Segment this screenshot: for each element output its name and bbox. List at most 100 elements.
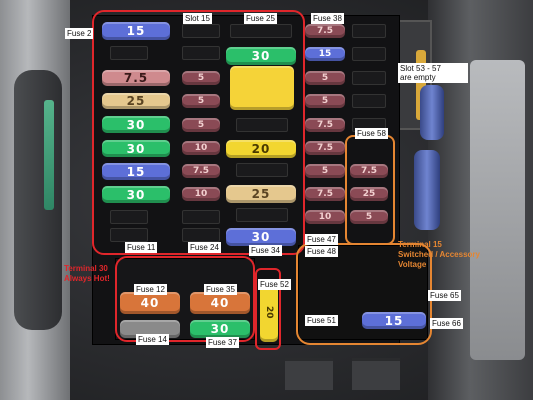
label-slot-53: Slot 53 - 57 are empty: [398, 63, 468, 83]
fuse-slot-25: [230, 24, 292, 38]
fuse-42[interactable]: 7.5: [305, 118, 345, 132]
fuse-c2-1[interactable]: 5: [182, 71, 220, 85]
left-bracket: [0, 0, 70, 400]
fuse-2[interactable]: 15: [102, 22, 170, 40]
fuse-66[interactable]: 15: [362, 312, 426, 329]
fuse-rating: 5: [365, 212, 373, 222]
fuse-rating: 7.5: [123, 71, 149, 85]
terminal30-outline-bottom: [115, 256, 255, 342]
label-fuse-66: Fuse 66: [430, 318, 463, 329]
fuse-rating: 15: [126, 24, 146, 38]
fuse-rating: 5: [321, 73, 329, 83]
fuse-rating: 15: [318, 49, 332, 59]
fuse-59[interactable]: 25: [350, 187, 388, 201]
fuse-rating: 30: [210, 322, 230, 336]
fuse-14[interactable]: [120, 320, 180, 338]
bottom-tab-1: [285, 358, 333, 390]
fuse-c2-5[interactable]: 7.5: [182, 164, 220, 178]
label-fuse-24: Fuse 24: [188, 242, 221, 253]
fuse-rating: 40: [140, 296, 160, 310]
label-fuse-2: Fuse 2: [65, 28, 94, 39]
fuse-37[interactable]: 30: [190, 320, 250, 338]
relay-middle: [414, 150, 440, 230]
label-fuse-47: Fuse 47: [305, 234, 338, 245]
fuse-rating: 7.5: [317, 143, 333, 153]
fuse-rating: 5: [197, 96, 205, 106]
fuse-yellow-20[interactable]: 20: [226, 140, 296, 158]
fuse-60[interactable]: 5: [350, 210, 388, 224]
fuse-rating: 10: [318, 212, 332, 222]
fuse-rating: 15: [126, 164, 146, 179]
fuse-r3[interactable]: 30: [102, 116, 170, 133]
green-connector: [44, 100, 54, 210]
fuse-rating: 25: [362, 189, 376, 199]
fuse-52-outline: [255, 268, 281, 350]
fuse-46[interactable]: 10: [305, 210, 345, 224]
fuse-slot-56: [352, 94, 386, 108]
fuse-slot: [182, 210, 220, 224]
fuse-34[interactable]: 30: [226, 228, 296, 246]
fuse-rating: 30: [126, 141, 146, 156]
fuse-rating: 7.5: [193, 166, 209, 176]
fuse-slot-53: [352, 24, 386, 38]
fuse-slot: [182, 228, 220, 242]
fuse-rating: 40: [210, 296, 230, 310]
fuse-slot-54: [352, 47, 386, 61]
fuse-slot: [110, 210, 148, 224]
bottom-tab-2: [352, 358, 400, 390]
fuse-slot: [236, 163, 288, 177]
fuse-rating: 25: [126, 94, 146, 108]
right-cover-panel: [470, 60, 525, 360]
fuse-rating: 30: [251, 49, 271, 63]
fuse-39[interactable]: 15: [305, 47, 345, 61]
fuse-c2-2[interactable]: 5: [182, 94, 220, 108]
terminal30-outline-top: [92, 10, 305, 255]
fuse-38[interactable]: 7.5: [305, 24, 345, 38]
terminal30-note: Terminal 30 Always Hot!: [64, 264, 110, 283]
terminal15-note: Terminal 15 Switched / Accessory Voltage: [398, 240, 480, 269]
label-slot-15: Slot 15: [183, 13, 212, 24]
label-fuse-65: Fuse 65: [428, 290, 461, 301]
terminal15-outline-upper: [345, 135, 395, 245]
fuse-rating: 5: [197, 120, 205, 130]
fuse-52[interactable]: 20: [260, 282, 278, 342]
maxi-fuse-yellow[interactable]: [230, 66, 294, 110]
fuse-45[interactable]: 7.5: [305, 187, 345, 201]
fuse-slot: [110, 46, 148, 60]
fuse-12[interactable]: 40: [120, 292, 180, 314]
label-fuse-52: Fuse 52: [258, 279, 291, 290]
fuse-41[interactable]: 5: [305, 94, 345, 108]
label-fuse-48: Fuse 48: [305, 246, 338, 257]
fuse-rating: 20: [251, 142, 271, 156]
fuse-c2-4[interactable]: 10: [182, 141, 220, 155]
fuse-44[interactable]: 5: [305, 164, 345, 178]
fuse-r2[interactable]: 25: [102, 93, 170, 109]
label-fuse-34: Fuse 34: [249, 245, 282, 256]
fuse-40[interactable]: 5: [305, 71, 345, 85]
fuse-rating: 30: [251, 230, 271, 244]
fuse-slot: [182, 46, 220, 60]
fuse-r4[interactable]: 30: [102, 140, 170, 157]
fuse-rating: 10: [194, 189, 208, 199]
label-fuse-58: Fuse 58: [355, 128, 388, 139]
fuse-c2-3[interactable]: 5: [182, 118, 220, 132]
fuse-35[interactable]: 40: [190, 292, 250, 314]
fuse-slot: [236, 118, 288, 132]
fuse-tan-25[interactable]: 25: [226, 185, 296, 203]
label-fuse-11: Fuse 11: [125, 242, 158, 253]
fuse-rating: 30: [126, 117, 146, 132]
fuse-top-green[interactable]: 30: [226, 47, 296, 65]
label-fuse-35: Fuse 35: [204, 284, 237, 295]
fuse-r1[interactable]: 7.5: [102, 70, 170, 86]
fuse-r6[interactable]: 30: [102, 186, 170, 203]
fuse-rating: 5: [321, 166, 329, 176]
fuse-rating: 30: [126, 187, 146, 202]
label-fuse-12: Fuse 12: [134, 284, 167, 295]
fuse-slot: [110, 228, 148, 242]
fuse-c2-6[interactable]: 10: [182, 187, 220, 201]
fuse-58[interactable]: 7.5: [350, 164, 388, 178]
fuse-r5[interactable]: 15: [102, 163, 170, 180]
fuse-43[interactable]: 7.5: [305, 141, 345, 155]
fuse-slot-55: [352, 71, 386, 85]
fuse-rating: 5: [321, 96, 329, 106]
